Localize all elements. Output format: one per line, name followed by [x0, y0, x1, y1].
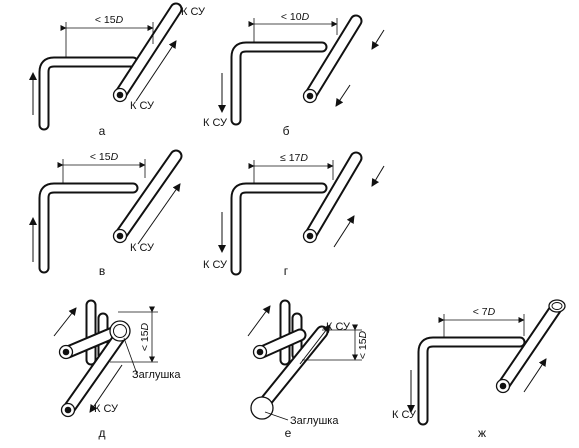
panel-d: Заглушка < 15D К СУ д	[53, 299, 181, 440]
plug-label: Заглушка	[290, 415, 339, 427]
to-su-label: К СУ	[392, 409, 417, 421]
to-su-label: К СУ	[130, 242, 155, 254]
dimension-label: < 15D	[95, 14, 124, 26]
flow-arrow	[247, 305, 271, 337]
panel-e: Заглушка < 15D К СУ е	[247, 299, 369, 440]
flow-arrow-diagonal-up	[523, 358, 547, 393]
panel-a: < 15D К СУ К СУ а	[29, 2, 206, 138]
dimension-label: < 10D	[281, 11, 310, 23]
panel-caption: а	[99, 124, 106, 138]
dimension-label: < 15D	[139, 322, 151, 351]
plug-cap	[250, 396, 274, 420]
flow-arrow-diagonal-up	[333, 215, 355, 248]
to-su-label: К СУ	[94, 403, 119, 415]
flow-arrow-diagonal-down	[371, 29, 385, 50]
flow-arrow	[53, 307, 77, 337]
to-su-label: К СУ	[326, 321, 351, 333]
flow-arrow	[299, 324, 331, 365]
panel-v: < 15D К СУ в	[29, 149, 183, 278]
flow-arrow-diagonal-up	[135, 40, 177, 102]
dimension-label: < 15D	[357, 330, 369, 359]
diagonal-pipe-inner	[115, 4, 181, 100]
dimension-label: < 7D	[473, 306, 496, 318]
panel-caption: д	[98, 426, 105, 440]
dimension-label: < 15D	[90, 151, 119, 163]
panel-caption: ж	[478, 426, 486, 440]
to-su-label: К СУ	[203, 117, 228, 129]
flow-arrow-diagonal-down	[335, 84, 351, 107]
pipe-cap	[548, 299, 566, 313]
to-su-label-bottom: К СУ	[130, 100, 155, 112]
flow-arrow	[89, 364, 123, 413]
to-su-label-top: К СУ	[181, 6, 206, 18]
plug-label: Заглушка	[132, 369, 181, 381]
panel-caption: б	[283, 124, 290, 138]
flow-arrow-diagonal-down	[371, 165, 385, 187]
flow-arrow-diagonal-up	[137, 183, 181, 245]
panel-caption: г	[284, 264, 289, 278]
bent-pipe-inner	[40, 58, 137, 129]
panel-caption: в	[99, 264, 105, 278]
plug-leader	[123, 337, 138, 375]
panel-b: < 10D К СУ б	[203, 11, 385, 138]
panel-caption: е	[285, 426, 292, 440]
pipe-bore	[116, 91, 124, 99]
to-su-label: К СУ	[203, 259, 228, 271]
dimension-label: ≤ 17D	[280, 152, 308, 164]
plug-leader	[264, 411, 289, 421]
panel-zh: < 7D К СУ ж	[392, 299, 566, 440]
panel-g: ≤ 17D К СУ г	[203, 151, 385, 278]
plug-cap	[109, 320, 131, 342]
